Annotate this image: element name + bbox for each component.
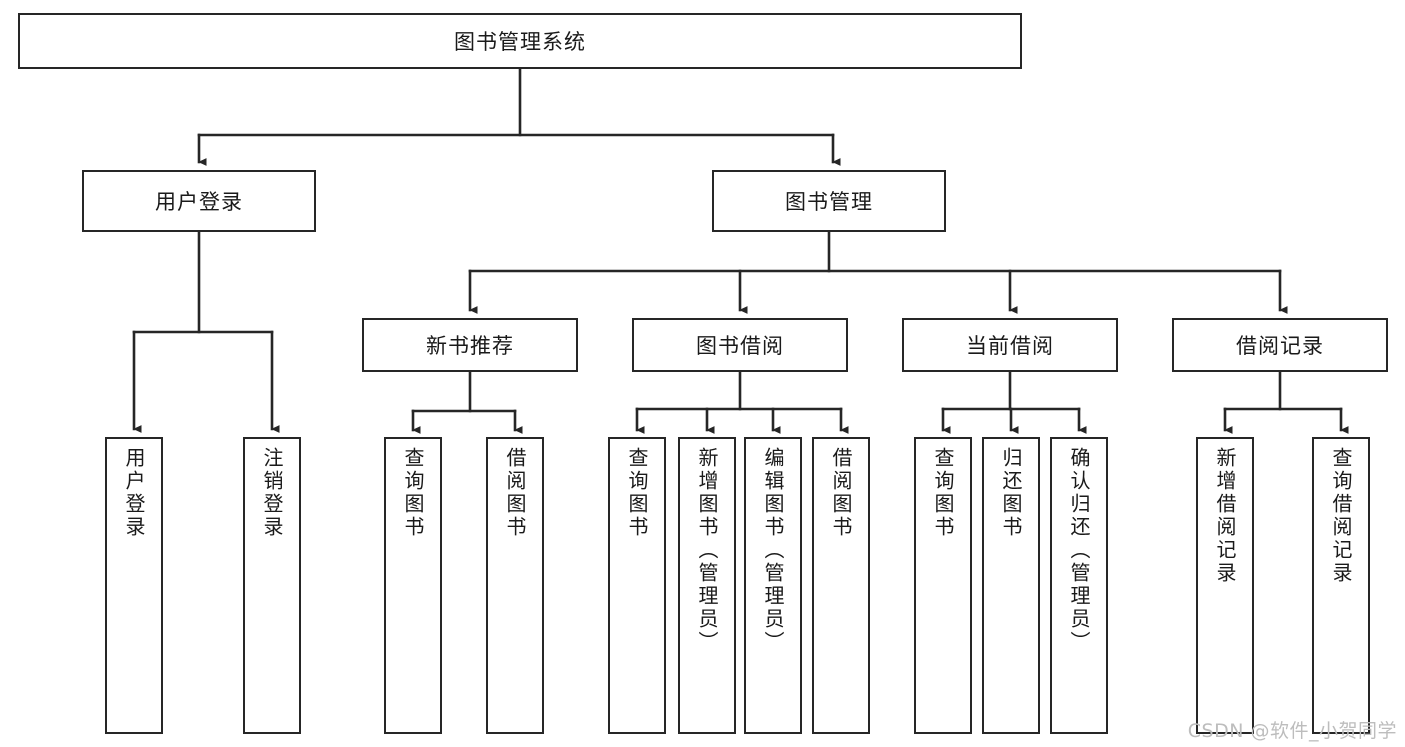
node-book-borrow-label: 图书借阅 — [696, 334, 784, 358]
node-leaf-query-book-2[interactable]: 查询图书 — [608, 437, 666, 734]
node-leaf-borrow-book-2[interactable]: 借阅图书 — [812, 437, 870, 734]
node-leaf-add-record[interactable]: 新增借阅记录 — [1196, 437, 1254, 734]
node-leaf-query-book-2-label: 查询图书 — [625, 447, 649, 539]
node-new-book-recommend-label: 新书推荐 — [426, 334, 514, 358]
node-leaf-borrow-book-1[interactable]: 借阅图书 — [486, 437, 544, 734]
node-leaf-return-book-label: 归还图书 — [999, 447, 1023, 539]
node-leaf-logout-label: 注销登录 — [260, 447, 284, 539]
node-current-borrow[interactable]: 当前借阅 — [902, 318, 1118, 372]
node-borrow-record-label: 借阅记录 — [1236, 334, 1324, 358]
node-root-label: 图书管理系统 — [454, 30, 586, 54]
node-leaf-confirm-return-label: 确认归还（管理员） — [1067, 447, 1091, 654]
node-leaf-query-book-1-label: 查询图书 — [401, 447, 425, 539]
node-leaf-user-login-label: 用户登录 — [122, 447, 146, 539]
node-leaf-edit-book[interactable]: 编辑图书（管理员） — [744, 437, 802, 734]
node-leaf-edit-book-label: 编辑图书（管理员） — [761, 447, 785, 654]
node-book-borrow[interactable]: 图书借阅 — [632, 318, 848, 372]
node-leaf-logout[interactable]: 注销登录 — [243, 437, 301, 734]
node-leaf-add-record-label: 新增借阅记录 — [1213, 447, 1237, 585]
node-leaf-query-record-label: 查询借阅记录 — [1329, 447, 1353, 585]
node-book-manage-label: 图书管理 — [785, 190, 873, 214]
node-leaf-add-book-label: 新增图书（管理员） — [695, 447, 719, 654]
node-leaf-borrow-book-1-label: 借阅图书 — [503, 447, 527, 539]
node-root[interactable]: 图书管理系统 — [18, 13, 1022, 69]
node-leaf-query-book-1[interactable]: 查询图书 — [384, 437, 442, 734]
node-leaf-query-book-3[interactable]: 查询图书 — [914, 437, 972, 734]
node-user-login-label: 用户登录 — [155, 190, 243, 214]
node-book-manage[interactable]: 图书管理 — [712, 170, 946, 232]
node-leaf-query-book-3-label: 查询图书 — [931, 447, 955, 539]
node-leaf-confirm-return[interactable]: 确认归还（管理员） — [1050, 437, 1108, 734]
node-leaf-query-record[interactable]: 查询借阅记录 — [1312, 437, 1370, 734]
node-leaf-return-book[interactable]: 归还图书 — [982, 437, 1040, 734]
node-current-borrow-label: 当前借阅 — [966, 334, 1054, 358]
node-leaf-add-book[interactable]: 新增图书（管理员） — [678, 437, 736, 734]
node-borrow-record[interactable]: 借阅记录 — [1172, 318, 1388, 372]
node-leaf-user-login[interactable]: 用户登录 — [105, 437, 163, 734]
node-new-book-recommend[interactable]: 新书推荐 — [362, 318, 578, 372]
node-leaf-borrow-book-2-label: 借阅图书 — [829, 447, 853, 539]
node-user-login[interactable]: 用户登录 — [82, 170, 316, 232]
